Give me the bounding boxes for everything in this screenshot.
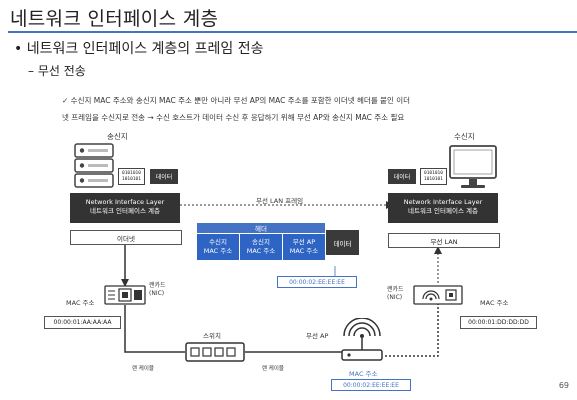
ap-mac-label: MAC 주소 xyxy=(349,370,378,378)
sender-nil-subtitle: 네트워크 인터페이스 계층 xyxy=(90,207,160,215)
sender-binary: 0101010 1010101 xyxy=(118,168,145,185)
frame-src-mac: 송신지 MAC 주소 xyxy=(240,234,282,260)
frame-label: 무선 LAN 프레임 xyxy=(256,197,304,205)
sender-nic-label: 랜카드 (NIC) xyxy=(149,282,166,297)
sender-nic-icon xyxy=(104,285,146,305)
ap-label: 무선 AP xyxy=(306,332,329,340)
receiver-link-wlan: 무선 LAN xyxy=(388,233,500,248)
receiver-label: 수신지 xyxy=(454,132,475,141)
slide-title: 네트워크 인터페이스 계층 xyxy=(10,8,219,30)
cable-right-label: 랜 케이블 xyxy=(262,366,284,372)
frame-header-label: 헤더 xyxy=(197,223,325,233)
ap-mac-value: 00:00:02:EE:EE:EE xyxy=(331,379,411,391)
receiver-nil-box: Network Interface Layer 네트워크 인터페이스 계층 xyxy=(388,193,498,223)
server-icon xyxy=(74,143,114,188)
sender-mac-label: MAC 주소 xyxy=(66,299,95,307)
receiver-up-arrowhead xyxy=(434,246,442,254)
wireless-path-line xyxy=(385,300,439,357)
wireless-ap-icon xyxy=(341,318,383,361)
sender-mac-value: 00:00:01:AA:AA:AA xyxy=(44,316,121,329)
frame-data: 데이터 xyxy=(326,230,359,255)
sender-label: 송신지 xyxy=(107,132,128,141)
receiver-data: 데이터 xyxy=(388,169,416,184)
sender-nil-title: Network Interface Layer xyxy=(85,198,165,206)
title-divider xyxy=(8,31,577,33)
sender-down-arrowhead xyxy=(121,279,129,287)
note-line-1: ✓ 수신지 MAC 주소와 송신지 MAC 주소 뿐만 아니라 무선 AP의 M… xyxy=(62,96,411,105)
page-number: 69 xyxy=(558,381,569,390)
switch-label: 스위치 xyxy=(203,332,221,340)
receiver-nic-icon xyxy=(413,285,463,305)
receiver-nil-subtitle: 네트워크 인터페이스 계층 xyxy=(408,207,478,215)
cable-left-label: 랜 케이블 xyxy=(132,366,154,372)
frame-ap-mac: 무선 AP MAC 주소 xyxy=(283,234,325,260)
monitor-icon xyxy=(449,145,497,188)
receiver-mac-value: 00:00:01:DD:DD:DD xyxy=(460,316,537,329)
bullet-heading: • 네트워크 인터페이스 계층의 프레임 전송 xyxy=(14,41,264,57)
receiver-binary: 0101010 1010101 xyxy=(420,168,447,185)
receiver-mac-label: MAC 주소 xyxy=(480,299,509,307)
receiver-nic-label: 랜카드 (NIC) xyxy=(387,286,404,301)
frame-dst-mac: 수신지 MAC 주소 xyxy=(197,234,239,260)
sender-nil-box: Network Interface Layer 네트워크 인터페이스 계층 xyxy=(70,193,180,223)
sender-data: 데이터 xyxy=(150,169,178,184)
switch-icon xyxy=(185,342,245,362)
bullet-subheading: – 무선 전송 xyxy=(28,64,86,78)
cable-to-switch xyxy=(124,305,185,353)
note-line-2: 넷 프레임을 수신지로 전송 → 수신 호스트가 데이터 수신 후 응답하기 위… xyxy=(62,113,405,122)
sender-link-ethernet: 이더넷 xyxy=(70,230,182,245)
receiver-nil-title: Network Interface Layer xyxy=(403,198,483,206)
frame-ap-mac-value: 00:00:02:EE:EE:EE xyxy=(277,276,357,288)
